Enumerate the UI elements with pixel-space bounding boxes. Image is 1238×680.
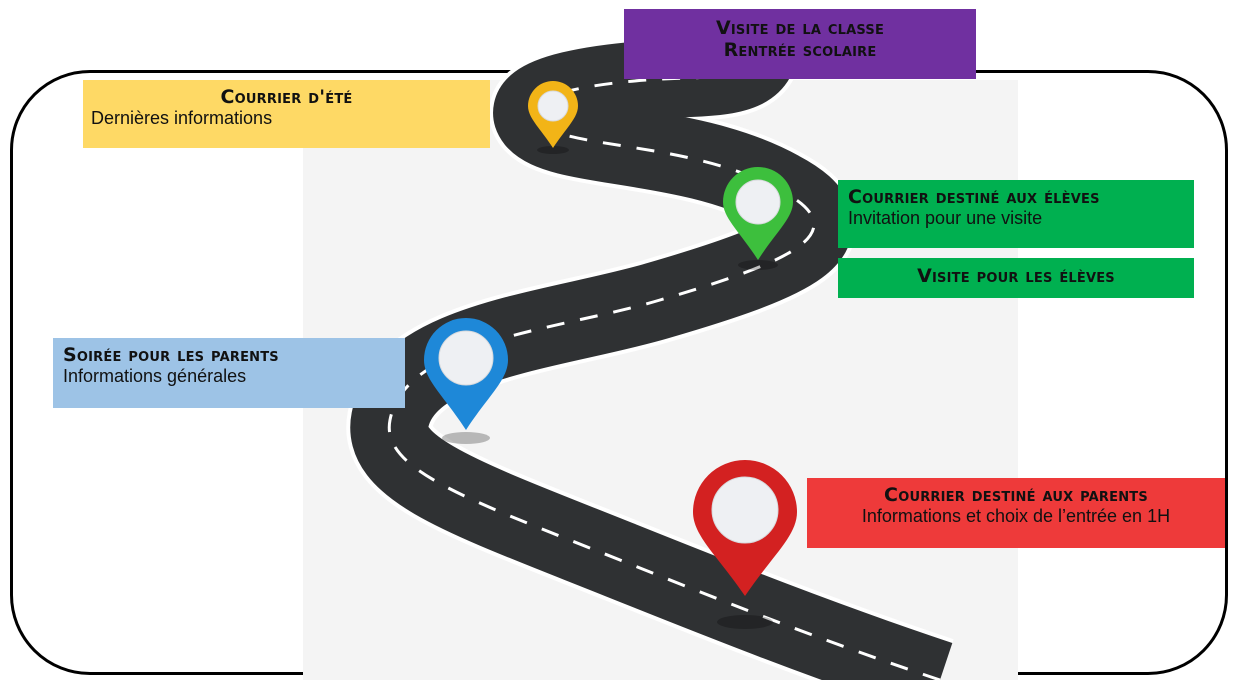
- visit-class-title-line2: Rentrée scolaire: [723, 39, 877, 61]
- parents-evening-box: Soirée pour les parents Informations gén…: [53, 338, 405, 408]
- summer-letter-subtitle: Dernières informations: [91, 108, 273, 128]
- students-visit-title: Visite pour les élèves: [917, 265, 1115, 287]
- students-visit-box: Visite pour les élèves: [838, 258, 1194, 298]
- visit-class-box: Visite de la classe Rentrée scolaire: [624, 9, 976, 79]
- students-letter-subtitle: Invitation pour une visite: [848, 208, 1043, 228]
- summer-letter-box: Courrier d'été Dernières informations: [83, 80, 490, 148]
- blue-pin-icon: [424, 318, 508, 444]
- students-letter-title: Courrier destiné aux élèves: [848, 186, 1100, 208]
- red-pin-icon: [693, 460, 797, 629]
- students-letter-box: Courrier destiné aux élèves Invitation p…: [838, 180, 1194, 248]
- parents-evening-title: Soirée pour les parents: [63, 344, 279, 366]
- parents-evening-subtitle: Informations générales: [63, 366, 247, 386]
- parents-letter-title: Courrier destiné aux parents: [884, 484, 1148, 506]
- yellow-pin-icon: [528, 81, 578, 154]
- visit-class-title-line1: Visite de la classe: [715, 17, 885, 39]
- parents-letter-subtitle: Informations et choix de l’entrée en 1H: [861, 506, 1171, 526]
- summer-letter-title: Courrier d'été: [220, 86, 353, 108]
- parents-letter-box: Courrier destiné aux parents Information…: [807, 478, 1225, 548]
- green-pin-icon: [723, 167, 793, 270]
